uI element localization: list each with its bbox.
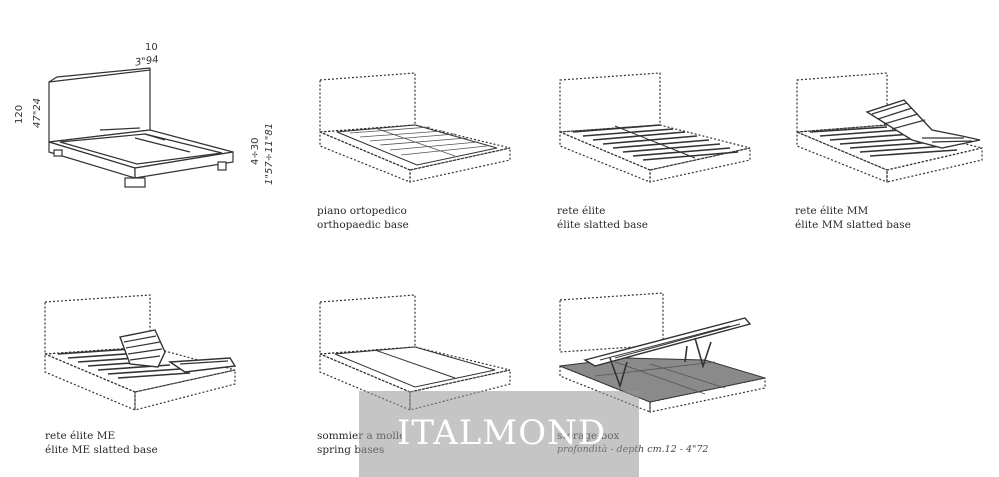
base-caption-orthopaedic: piano ortopedico orthopaedic base bbox=[317, 204, 409, 232]
slatted-base-figure bbox=[555, 70, 760, 195]
slatted-base-icon bbox=[559, 72, 751, 183]
bed-dimension-drawing bbox=[40, 60, 270, 200]
storage-box-figure bbox=[555, 290, 770, 415]
watermark-text: ITALMOND bbox=[397, 413, 607, 453]
base-desc: élite slatted base bbox=[557, 219, 649, 231]
slatted-me-base-figure bbox=[40, 292, 250, 417]
base-caption-elite-me: rete élite ME élite ME slatted base bbox=[45, 429, 158, 457]
slatted-mm-base-figure bbox=[792, 70, 992, 195]
base-name: rete élite ME bbox=[45, 430, 116, 442]
slatted-mm-base-icon bbox=[796, 72, 983, 183]
slatted-me-base-icon bbox=[44, 294, 237, 411]
orthopaedic-base-figure bbox=[315, 70, 520, 195]
base-desc: élite MM slatted base bbox=[795, 219, 911, 231]
storage-box-icon bbox=[559, 292, 766, 413]
base-caption-elite: rete élite élite slatted base bbox=[557, 204, 648, 232]
orthopaedic-base-icon bbox=[319, 72, 511, 183]
dimension-right-inch: 1"57÷11"81 bbox=[264, 122, 275, 185]
dimension-top-number: 10 bbox=[145, 42, 158, 53]
base-name: piano ortopedico bbox=[317, 205, 407, 217]
base-name: rete élite MM bbox=[795, 205, 869, 217]
watermark: ITALMOND bbox=[359, 391, 639, 477]
base-desc: orthopaedic base bbox=[317, 219, 409, 231]
base-desc: élite ME slatted base bbox=[45, 444, 158, 456]
dimension-right-number: 4÷30 bbox=[250, 137, 261, 165]
dimension-left-inch: 47"24 bbox=[32, 97, 43, 128]
dimension-left-number: 120 bbox=[14, 104, 25, 124]
base-caption-elite-mm: rete élite MM élite MM slatted base bbox=[795, 204, 911, 232]
base-name: rete élite bbox=[557, 205, 606, 217]
bed-dimension-drawing-icon bbox=[48, 67, 234, 188]
